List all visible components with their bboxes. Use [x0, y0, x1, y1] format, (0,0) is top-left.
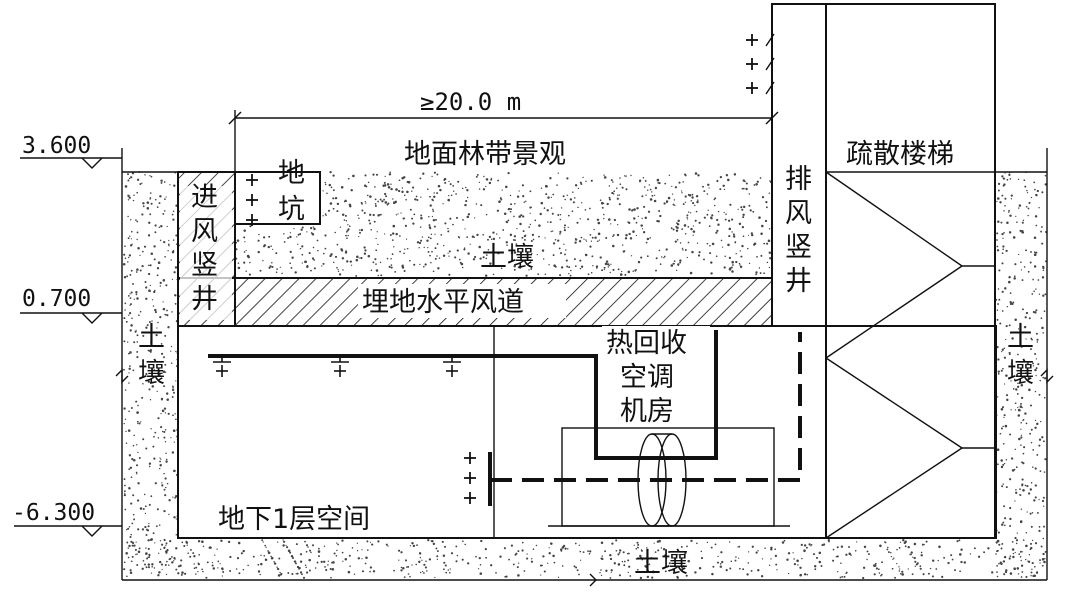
level-marker-top: 3.600	[20, 133, 122, 169]
level-marker-middle: 0.700	[20, 286, 122, 324]
stair-tower	[825, 3, 996, 539]
soil-left-label: 土 壤	[138, 322, 165, 389]
airflow-markers	[246, 33, 775, 504]
svg-text:排: 排	[785, 164, 812, 195]
exhaust-shaft-label: 排 风 竖 井	[785, 164, 812, 297]
svg-text:机房: 机房	[620, 396, 674, 427]
soil-texture	[122, 170, 1047, 580]
svg-text:热回收: 热回收	[606, 328, 687, 359]
basement-label: 地下1层空间	[218, 504, 370, 535]
svg-text:空调: 空调	[620, 362, 674, 393]
duct-label: 埋地水平风道	[362, 287, 524, 318]
svg-text:井: 井	[191, 284, 218, 315]
svg-text:壤: 壤	[138, 358, 165, 389]
intake-shaft-label: 进 风 竖 井	[191, 182, 218, 315]
svg-text:地: 地	[278, 158, 305, 189]
ahu-unit	[548, 427, 790, 527]
ground-outline	[115, 148, 1054, 587]
svg-text:壤: 壤	[1007, 358, 1034, 389]
svg-text:井: 井	[785, 266, 812, 297]
svg-text:风: 风	[191, 216, 218, 247]
svg-text:竖: 竖	[785, 232, 812, 263]
pit-label: 地 坑	[278, 158, 305, 225]
soil-top-label: 土壤	[480, 242, 534, 273]
level-top-label: 3.600	[22, 133, 91, 159]
svg-text:土: 土	[138, 322, 165, 353]
svg-text:进: 进	[191, 182, 218, 213]
landscape-label: 地面林带景观	[404, 139, 566, 170]
soil-right-label: 土 壤	[1007, 322, 1034, 389]
dimension-line: ≥20.0 m	[228, 88, 779, 172]
exhaust-duct	[488, 332, 802, 506]
svg-text:竖: 竖	[191, 250, 218, 281]
supply-duct	[208, 330, 718, 460]
svg-text:风: 风	[785, 198, 812, 229]
level-marker-bottom: -6.300	[12, 500, 122, 537]
level-bottom-label: -6.300	[12, 500, 95, 526]
level-middle-label: 0.700	[22, 286, 91, 312]
svg-text:坑: 坑	[278, 194, 305, 225]
stair-label: 疏散楼梯	[846, 139, 954, 170]
soil-bottom-label: 土壤	[634, 548, 688, 579]
ahu-room-label: 热回收 空调 机房	[602, 326, 710, 427]
dimension-label: ≥20.0 m	[420, 88, 521, 116]
svg-text:土: 土	[1007, 322, 1034, 353]
